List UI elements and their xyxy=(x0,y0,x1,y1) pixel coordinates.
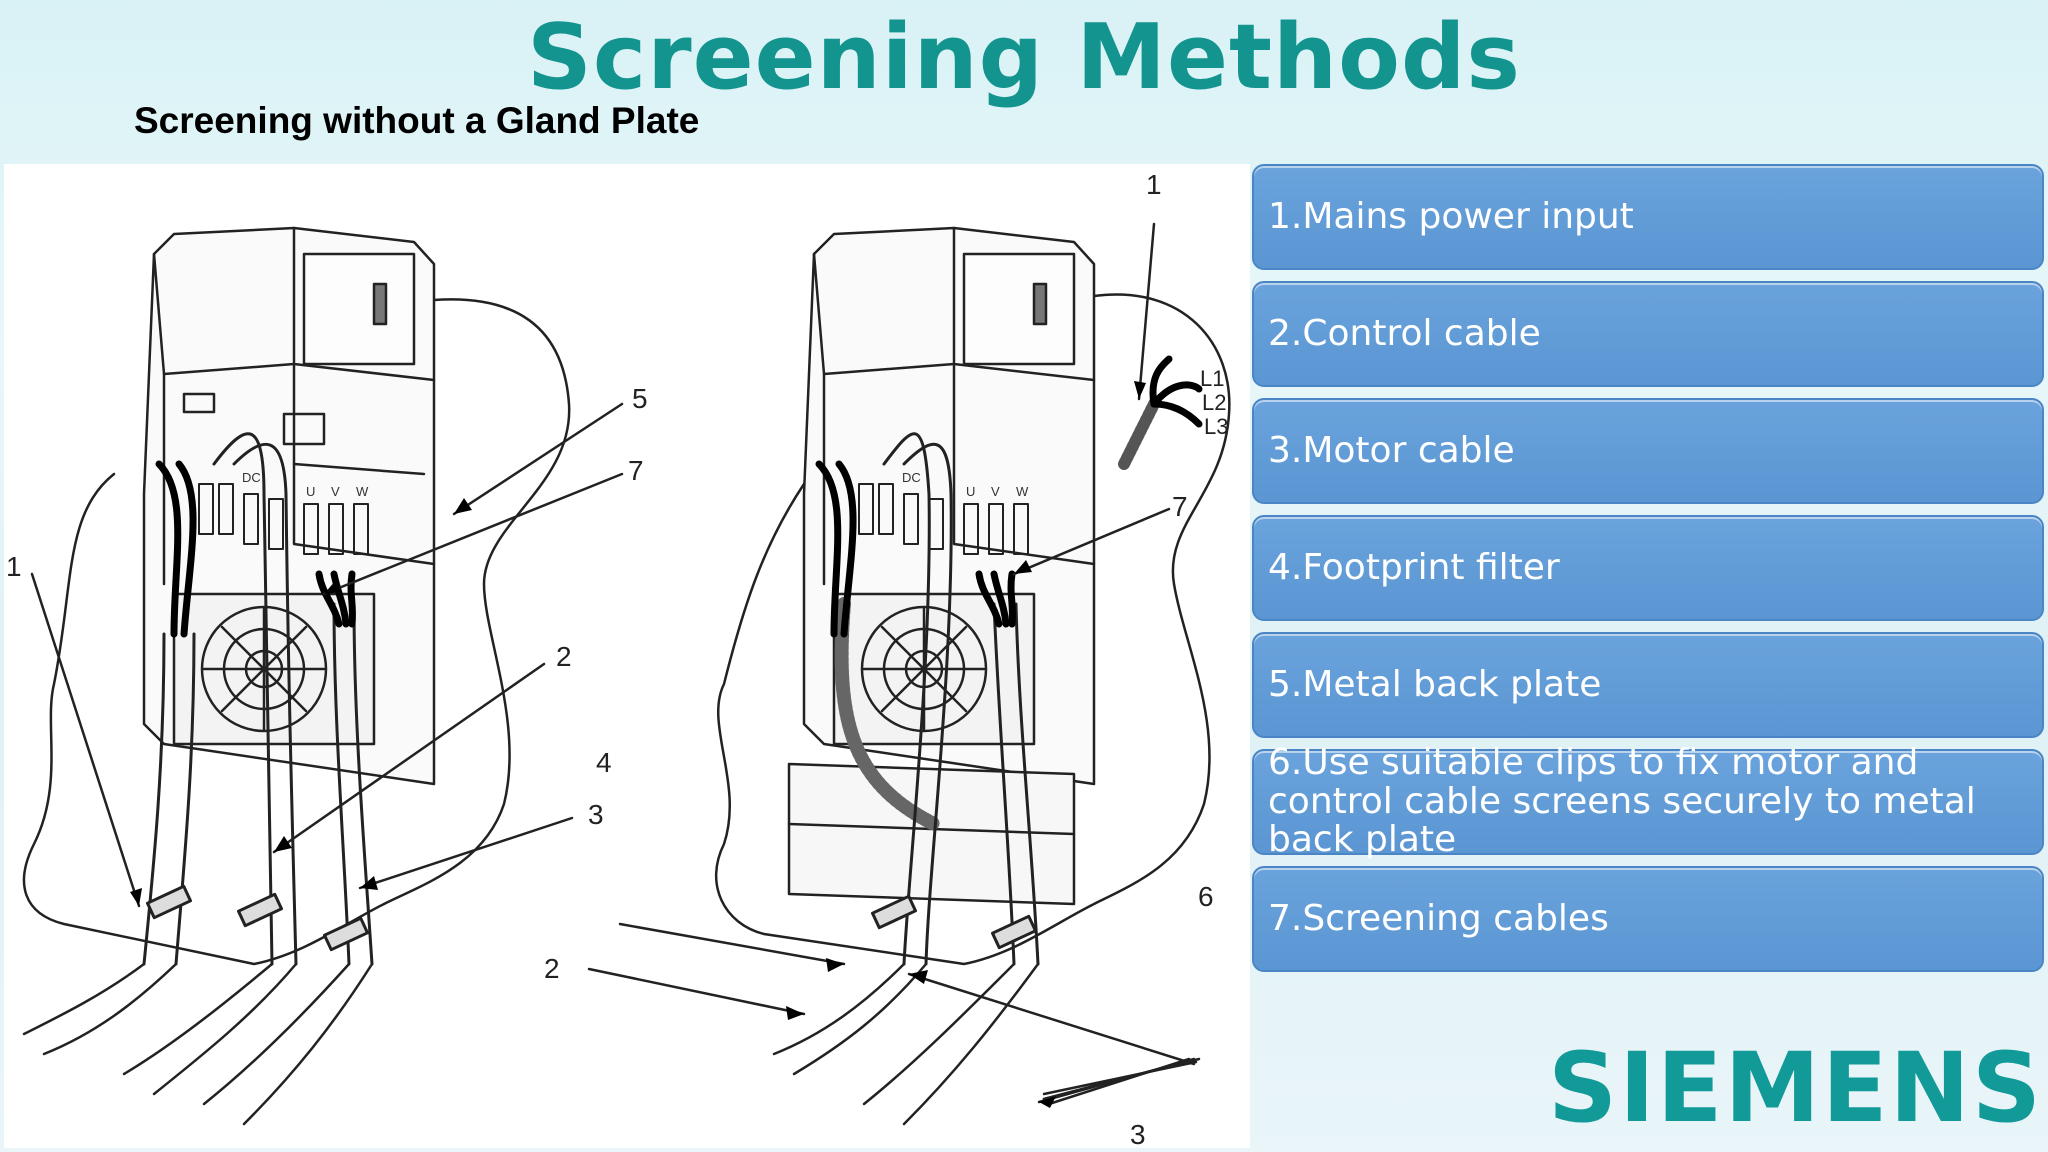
callout-right-2: 2 xyxy=(544,953,560,984)
legend-item-metal-back-plate: 5.Metal back plate xyxy=(1252,632,2044,738)
terminal-v-right: V xyxy=(991,484,1000,499)
left-mains-cable xyxy=(142,632,196,966)
terminal-u-right: U xyxy=(966,484,975,499)
callout-left-3: 3 xyxy=(588,799,604,830)
callout-left-2: 2 xyxy=(556,641,572,672)
label-l1: L1 xyxy=(1200,366,1224,391)
label-l2: L2 xyxy=(1202,390,1226,415)
legend-item-footprint-filter: 4.Footprint filter xyxy=(1252,515,2044,621)
mains-cable-right xyxy=(1118,398,1160,470)
right-control-cable xyxy=(882,432,953,966)
legend-item-control-cable: 2.Control cable xyxy=(1252,281,2044,387)
terminal-w-right: W xyxy=(1016,484,1029,499)
footprint-filter xyxy=(787,762,1076,906)
callout-left-5: 5 xyxy=(632,383,648,414)
left-control-cable xyxy=(212,432,298,966)
diagram-drawing: 5 7 1 2 3 1 7 4 6 2 3 L1 L2 L3 DC U V W … xyxy=(6,169,1231,1148)
callout-left-7: 7 xyxy=(628,455,644,486)
slide-subtitle: Screening without a Gland Plate xyxy=(134,100,700,141)
terminal-v-left: V xyxy=(331,484,340,499)
slide-title: Screening Methods xyxy=(527,5,1521,110)
callout-right-7: 7 xyxy=(1172,491,1188,522)
left-back-plate xyxy=(22,298,571,966)
terminal-w-left: W xyxy=(356,484,369,499)
right-back-plate xyxy=(714,293,1231,966)
siemens-logo: SIEMENS xyxy=(1548,1032,2044,1144)
label-l3: L3 xyxy=(1204,414,1228,439)
callout-right-4: 4 xyxy=(596,747,612,778)
callout-right-3: 3 xyxy=(1130,1119,1146,1148)
callout-left-1: 1 xyxy=(6,551,22,582)
legend-item-motor-cable: 3.Motor cable xyxy=(1252,398,2044,504)
legend-item-screening-cables: 7.Screening cables xyxy=(1252,866,2044,972)
terminal-u-left: U xyxy=(306,484,315,499)
installation-diagram: 5 7 1 2 3 1 7 4 6 2 3 L1 L2 L3 DC U V W … xyxy=(4,164,1250,1148)
callout-right-1: 1 xyxy=(1146,169,1162,200)
terminal-dc-right: DC xyxy=(902,470,921,485)
legend-item-clips: 6.Use suitable clips to fix motor and co… xyxy=(1252,743,2044,859)
callout-right-6: 6 xyxy=(1198,881,1214,912)
terminal-dc-left: DC xyxy=(242,470,261,485)
right-motor-cable xyxy=(992,602,1040,966)
legend-item-mains-power: 1.Mains power input xyxy=(1252,164,2044,270)
left-motor-cable xyxy=(332,602,374,966)
braided-cable xyxy=(834,597,941,831)
